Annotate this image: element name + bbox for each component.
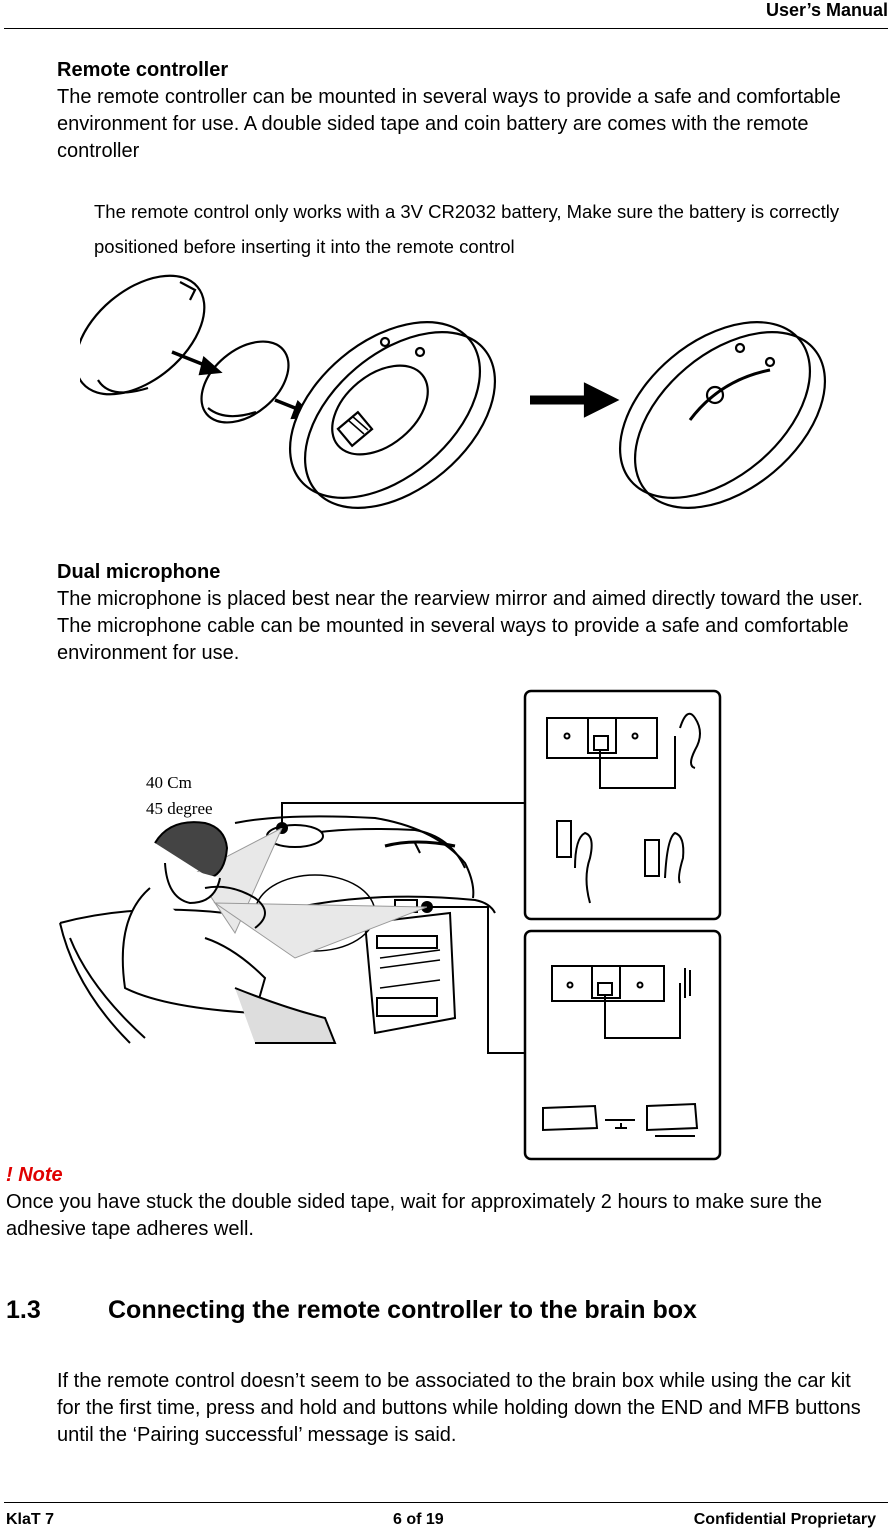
section-number: 1.3 <box>6 1296 41 1324</box>
header-rule <box>4 28 888 29</box>
battery-cover-illustration <box>80 274 206 396</box>
coin-battery-illustration <box>200 340 290 424</box>
mount-option-box-bottom <box>523 929 722 1161</box>
footer-rule <box>4 1502 888 1503</box>
footer-left: KlaT 7 <box>6 1511 55 1528</box>
section-1-3-paragraph: If the remote control doesn’t seem to be… <box>57 1370 861 1446</box>
battery-insertion-figure <box>80 274 827 509</box>
footer-right: Confidential Proprietary <box>693 1511 876 1528</box>
remote-controller-paragraph: The remote controller can be mounted in … <box>57 86 841 162</box>
footer-page-number: 6 of 19 <box>393 1511 444 1528</box>
section-title: Connecting the remote controller to the … <box>108 1296 697 1324</box>
driver-illustration <box>121 821 337 1044</box>
dual-microphone-paragraph: The microphone is placed best near the r… <box>57 588 863 664</box>
battery-note: The remote control only works with a 3V … <box>94 201 840 257</box>
document-header-title: User’s Manual <box>765 0 888 20</box>
dual-microphone-heading: Dual microphone <box>57 561 221 583</box>
open-remote-illustration <box>288 321 497 509</box>
figure-label-angle: 45 degree <box>146 799 213 818</box>
figure-label-distance: 40 Cm <box>146 773 192 792</box>
closed-remote-illustration <box>618 321 827 509</box>
microphone-placement-figure <box>59 689 722 1161</box>
car-interior-illustration <box>59 815 496 1044</box>
note-title: ! Note <box>6 1164 63 1186</box>
remote-controller-heading: Remote controller <box>57 59 229 81</box>
mount-option-box-top <box>523 689 722 921</box>
note-text: Once you have stuck the double sided tap… <box>6 1191 823 1240</box>
